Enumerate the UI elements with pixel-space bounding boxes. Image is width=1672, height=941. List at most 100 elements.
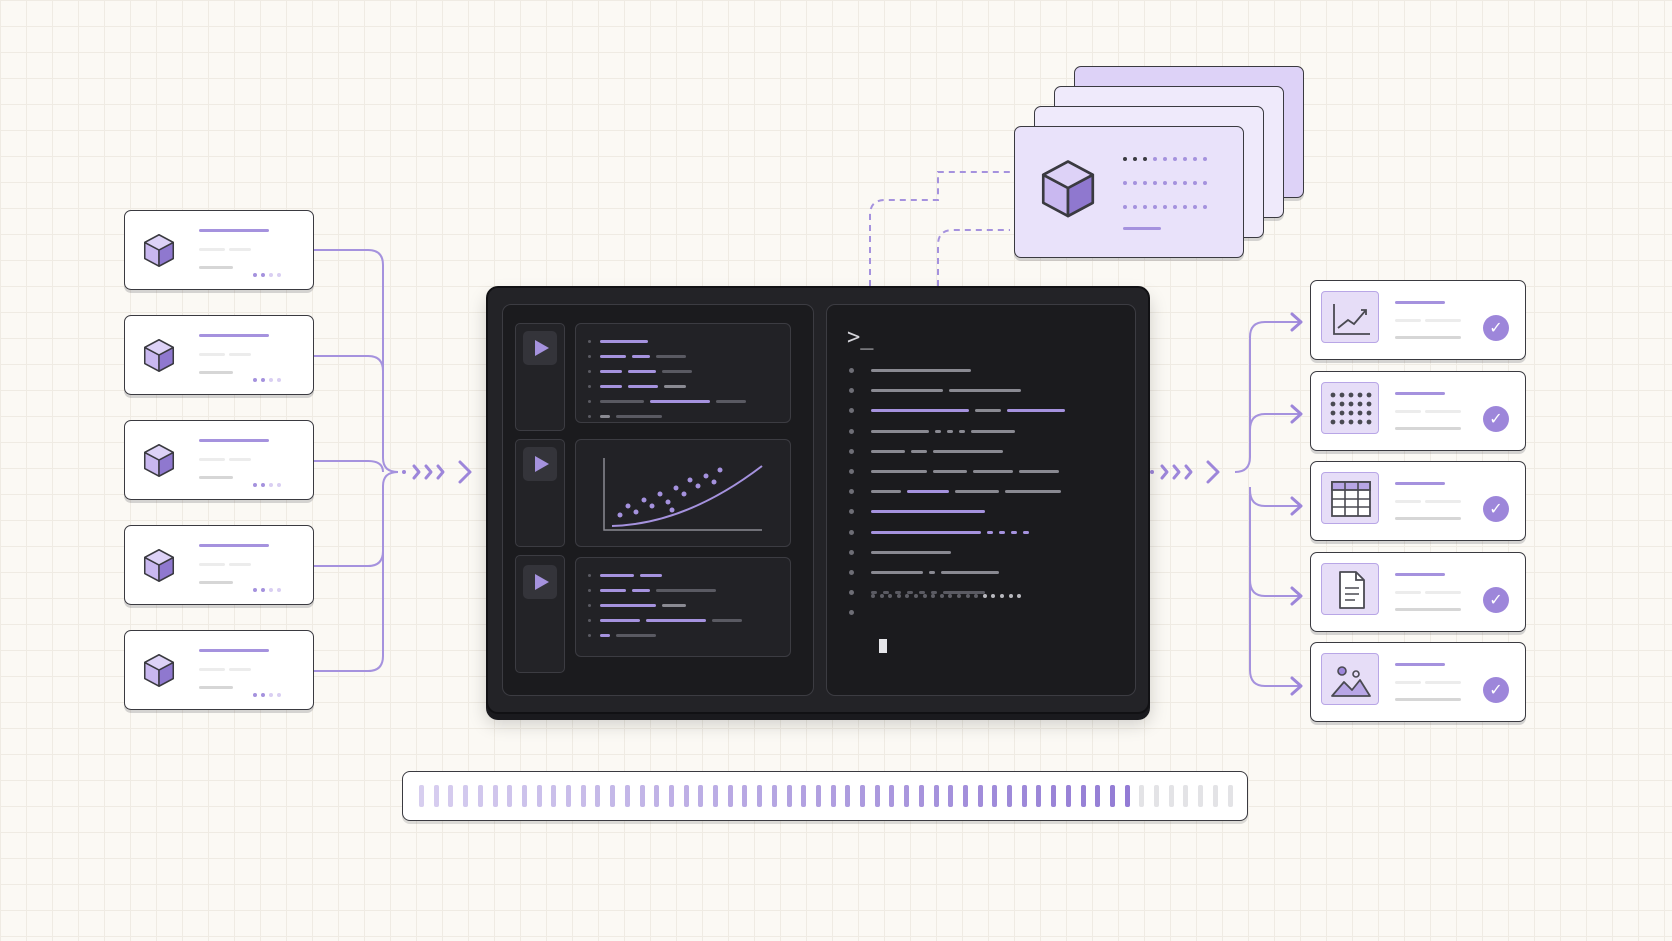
placeholder-line <box>600 400 644 403</box>
run-cell-2-button[interactable] <box>523 447 557 481</box>
check-icon: ✓ <box>1483 496 1509 522</box>
dot <box>277 483 281 487</box>
dot <box>588 370 591 373</box>
input-card-title-line <box>199 439 269 442</box>
progress-tick <box>962 785 968 807</box>
dot <box>849 469 854 474</box>
dot <box>277 378 281 382</box>
placeholder-line <box>628 370 656 373</box>
dot <box>849 509 854 515</box>
placeholder-line <box>600 574 634 577</box>
plot-cell[interactable] <box>575 439 791 547</box>
cube-icon <box>1041 160 1095 218</box>
placeholder-line <box>911 449 927 453</box>
placeholder-line <box>628 385 658 388</box>
output-card-title-line <box>1395 482 1445 485</box>
placeholder-line <box>1395 590 1421 594</box>
placeholder-line <box>600 589 626 592</box>
placeholder-line <box>935 429 941 433</box>
progress-tick <box>1109 785 1115 807</box>
placeholder-line <box>1019 470 1059 473</box>
code-cell-2[interactable] <box>575 557 791 657</box>
placeholder-line <box>662 370 692 373</box>
dot <box>1203 205 1207 209</box>
notebook-pane <box>502 304 814 696</box>
dot <box>588 589 591 592</box>
placeholder-line <box>1007 409 1065 413</box>
input-card <box>124 315 314 395</box>
dot <box>261 588 265 592</box>
dot <box>849 549 854 555</box>
placeholder-line <box>1395 336 1461 339</box>
dot <box>1000 594 1004 599</box>
dot <box>849 610 854 616</box>
dot <box>588 634 591 637</box>
notebook-window: >_ <box>486 286 1150 714</box>
dot <box>896 594 901 599</box>
output-card: ✓ <box>1310 280 1526 360</box>
dot <box>588 415 591 418</box>
progress-tick <box>580 785 586 807</box>
run-cell-3-button[interactable] <box>523 565 557 599</box>
dot <box>1143 157 1147 161</box>
progress-tick <box>610 785 616 807</box>
dot <box>588 574 591 577</box>
placeholder-line <box>199 458 225 461</box>
run-cell-1-button[interactable] <box>523 331 557 365</box>
check-icon: ✓ <box>1483 677 1509 703</box>
placeholder-line <box>959 429 965 433</box>
code-cell-1[interactable] <box>575 323 791 423</box>
placeholder-line <box>907 490 949 494</box>
input-card-title-line <box>199 649 269 652</box>
dot <box>879 594 884 599</box>
placeholder-line <box>199 266 233 269</box>
dot <box>253 588 257 592</box>
progress-tick <box>433 785 439 807</box>
line-chart-icon <box>1333 304 1370 335</box>
dot <box>1133 157 1137 161</box>
placeholder-line <box>947 429 953 433</box>
progress-tick <box>698 785 704 807</box>
model-card <box>1014 126 1244 258</box>
placeholder-line <box>199 476 233 479</box>
dot <box>261 483 265 487</box>
model-card-line <box>1123 227 1161 230</box>
input-card-title-line <box>199 229 269 232</box>
placeholder-line <box>199 668 225 671</box>
placeholder-line <box>229 668 251 671</box>
dot <box>1153 181 1157 185</box>
progress-bar <box>402 771 1248 821</box>
check-icon: ✓ <box>1483 586 1509 613</box>
placeholder-line <box>883 591 889 595</box>
placeholder-line <box>1005 490 1061 494</box>
dot <box>1193 205 1197 209</box>
output-icon-tile <box>1321 653 1379 705</box>
placeholder-line <box>664 385 686 388</box>
placeholder-line <box>871 369 971 372</box>
dot <box>588 400 591 403</box>
placeholder-line <box>1395 698 1461 701</box>
cube-icon <box>143 549 175 582</box>
cube-icon <box>143 444 175 477</box>
placeholder-line <box>1395 319 1421 322</box>
dot <box>1193 157 1197 161</box>
placeholder-line <box>933 470 967 473</box>
dot <box>1203 181 1207 185</box>
progress-tick <box>1080 785 1086 807</box>
placeholder-line <box>895 591 901 595</box>
placeholder-line <box>600 370 622 373</box>
dot <box>1173 157 1177 161</box>
placeholder-line <box>941 571 999 574</box>
console-pane[interactable]: >_ <box>826 304 1136 696</box>
placeholder-line <box>600 355 626 358</box>
placeholder-line <box>971 429 1015 433</box>
output-card: ✓ <box>1310 461 1526 541</box>
progress-tick <box>551 785 557 807</box>
placeholder-line <box>199 248 225 251</box>
output-arrowhead-4 <box>1290 586 1303 606</box>
placeholder-line <box>1425 319 1461 322</box>
placeholder-line <box>1395 607 1461 611</box>
progress-tick <box>874 785 880 807</box>
progress-tick <box>507 785 513 807</box>
placeholder-line <box>975 409 1001 413</box>
